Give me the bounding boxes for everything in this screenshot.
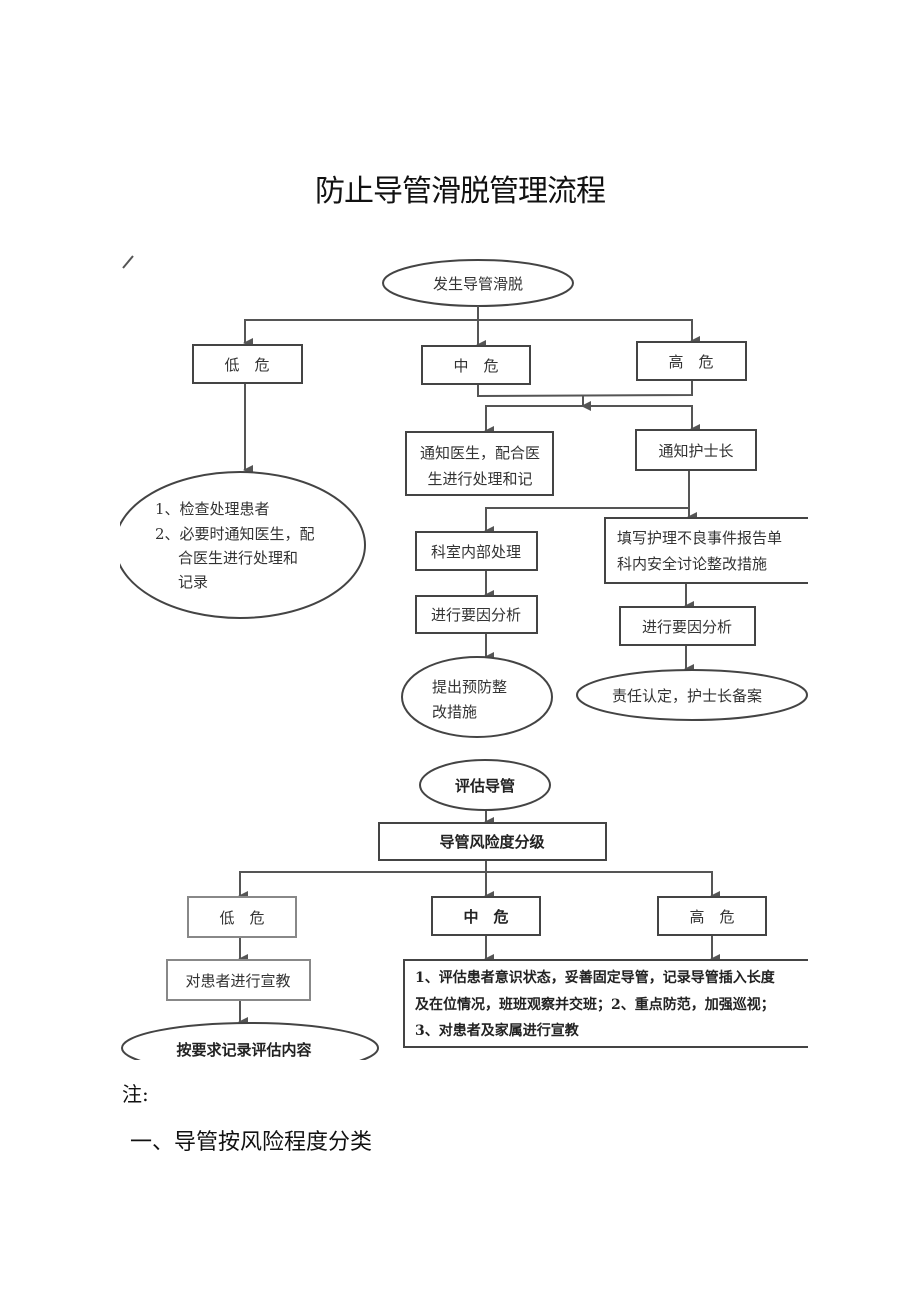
high-risk-box (636, 341, 747, 381)
cause-analysis-left-box (415, 595, 538, 634)
slip-flowchart: 发生导管滑脱 低 危 中 危 高 危 1、检查处理患者 2、必要时通知医生，配 (120, 255, 808, 738)
report-line: 填写护理不良事件报告单 (617, 529, 782, 547)
low-action-line: 记录 (178, 573, 208, 591)
report-box (604, 517, 808, 584)
educate-box (166, 959, 311, 1001)
mid-high-action-line: 及在位情况，班班观察并交班；2、重点防范，加强巡视； (415, 996, 775, 1013)
cause-analysis-left-label: 进行要因分析 (431, 606, 521, 624)
assess-start-label: 评估导管 (455, 777, 515, 795)
high-risk-box (657, 896, 767, 936)
low-risk-action-node (120, 471, 366, 619)
notify-doctor-line: 生进行处理和记 (427, 470, 532, 488)
note-label: 注: (122, 1082, 149, 1106)
risk-grading-box (378, 822, 607, 861)
notify-head-nurse-label: 通知护士长 (658, 442, 733, 460)
mid-high-action-line: 1、评估患者意识状态，妥善固定导管，记录导管插入长度 (415, 969, 776, 986)
prevention-node (401, 656, 553, 738)
low-risk-label: 低 危 (224, 356, 269, 374)
high-risk-label: 高 危 (689, 908, 734, 926)
responsibility-label: 责任认定，护士长备案 (612, 687, 762, 705)
notify-doctor-line: 通知医生，配合医 (420, 444, 540, 462)
mid-risk-label: 中 危 (463, 908, 508, 926)
high-risk-label: 高 危 (668, 353, 713, 371)
report-line: 科内安全讨论整改措施 (617, 555, 767, 573)
notify-doctor-box (405, 431, 554, 496)
assessment-flowchart: 评估导管 导管风险度分级 低 危 中 危 高 危 对患者进行宣教 按要求记录评估… (121, 759, 808, 1060)
risk-grading-label: 导管风险度分级 (439, 833, 545, 851)
low-risk-box (192, 344, 303, 384)
scan-mark (122, 255, 134, 269)
start-label: 发生导管滑脱 (433, 275, 523, 293)
prevention-line: 改措施 (432, 703, 477, 721)
responsibility-node (576, 669, 808, 721)
mid-risk-box (421, 345, 531, 385)
notify-head-nurse-box (635, 429, 757, 471)
connectors (238, 810, 720, 1027)
mid-risk-box (431, 896, 541, 936)
mid-high-action-line: 3、对患者及家属进行宣教 (415, 1022, 580, 1039)
record-node (121, 1022, 379, 1060)
assess-start-node (419, 759, 551, 811)
low-risk-label: 低 危 (219, 909, 264, 927)
record-label: 按要求记录评估内容 (176, 1041, 311, 1059)
low-action-line: 2、必要时通知医生，配 (155, 525, 315, 543)
cause-analysis-right-box (619, 606, 756, 646)
page-title: 防止导管滑脱管理流程 (315, 174, 606, 209)
educate-label: 对患者进行宣教 (185, 972, 290, 990)
dept-handling-label: 科室内部处理 (431, 543, 521, 561)
mid-risk-label: 中 危 (453, 357, 498, 375)
low-action-line: 1、检查处理患者 (155, 500, 270, 518)
connectors (243, 306, 700, 674)
mid-high-action-box (403, 959, 808, 1048)
cause-analysis-right-label: 进行要因分析 (642, 618, 732, 636)
prevention-line: 提出预防整 (432, 678, 507, 696)
low-risk-box (187, 896, 297, 938)
section-heading: 一、导管按风险程度分类 (130, 1130, 373, 1155)
low-action-line: 合医生进行处理和 (178, 549, 298, 567)
dept-handling-box (415, 531, 538, 571)
